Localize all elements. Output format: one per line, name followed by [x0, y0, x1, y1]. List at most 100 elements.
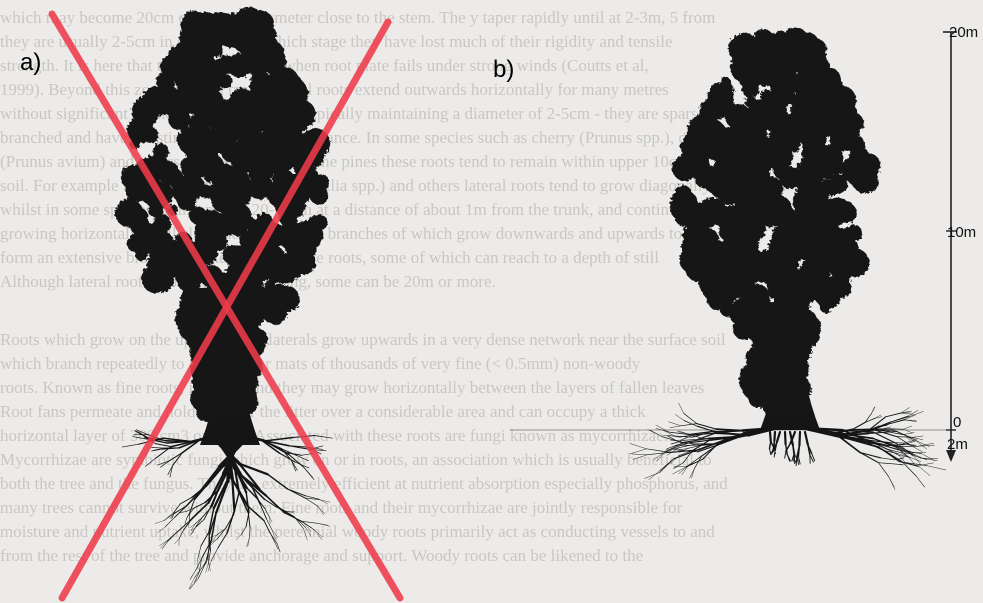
- root-segment: [649, 471, 660, 480]
- root-segment: [670, 426, 681, 428]
- root-segment: [152, 448, 164, 449]
- root-segment: [886, 413, 900, 417]
- root-segment: [913, 436, 924, 437]
- root-segment: [166, 441, 193, 442]
- root-segment: [295, 462, 309, 468]
- root-segment: [288, 489, 306, 496]
- root-segment: [889, 477, 895, 490]
- root-segment: [268, 474, 288, 489]
- root-segment: [715, 433, 742, 434]
- root-segment: [303, 529, 307, 541]
- root-segment: [785, 451, 786, 458]
- root-segment: [265, 509, 269, 517]
- root-segment: [246, 513, 249, 527]
- root-segment: [186, 490, 201, 506]
- root-segment: [174, 539, 179, 544]
- root-segment: [156, 444, 172, 447]
- root-segment: [203, 559, 207, 566]
- root-segment: [860, 453, 878, 463]
- root-segment: [208, 547, 209, 558]
- root-segment: [874, 417, 881, 419]
- root-segment: [654, 452, 666, 460]
- root-segment: [697, 426, 716, 432]
- root-segment: [880, 458, 894, 460]
- scale-label-middle: 10m: [947, 224, 976, 241]
- root-segment: [860, 453, 880, 458]
- root-segment: [277, 544, 279, 552]
- root-segment: [249, 528, 250, 539]
- root-segment: [318, 523, 330, 526]
- root-segment: [633, 455, 648, 460]
- root-segment: [211, 548, 218, 560]
- root-segment: [645, 473, 660, 479]
- root-segment: [158, 527, 165, 533]
- root-segment: [903, 426, 912, 429]
- root-segment: [679, 403, 684, 413]
- root-segment: [879, 463, 893, 464]
- root-segment: [852, 423, 865, 430]
- root-segment: [686, 459, 702, 466]
- scale-label-below: 2m: [947, 436, 968, 453]
- root-segment: [314, 530, 322, 537]
- root-segment: [241, 527, 246, 535]
- root-segment: [218, 533, 227, 548]
- root-segment: [276, 507, 285, 512]
- root-segment: [161, 461, 169, 467]
- root-segment: [201, 532, 209, 546]
- root-segment: [190, 527, 196, 536]
- root-segment: [314, 530, 322, 540]
- root-segment: [774, 432, 775, 441]
- root-segment: [169, 453, 182, 461]
- root-segment: [236, 535, 241, 540]
- root-segment: [272, 530, 278, 538]
- root-segment: [304, 467, 314, 479]
- root-segment: [318, 506, 324, 515]
- root-segment: [916, 476, 925, 487]
- root-segment: [122, 444, 138, 447]
- root-segment: [289, 454, 304, 467]
- root-segment: [926, 466, 946, 471]
- root-segment: [170, 465, 173, 477]
- root-segment: [674, 463, 683, 469]
- root-segment: [684, 413, 697, 423]
- root-segment: [670, 456, 679, 464]
- root-segment: [697, 424, 717, 430]
- root-segment: [318, 506, 325, 514]
- root-segment: [179, 530, 184, 539]
- root-segment: [774, 441, 775, 447]
- root-segment: [271, 534, 276, 543]
- root-segment: [650, 430, 663, 437]
- root-segment: [174, 504, 180, 512]
- root-segment: [901, 413, 913, 414]
- root-segment: [669, 422, 681, 426]
- root-segment: [265, 438, 293, 441]
- root-segment: [191, 527, 196, 535]
- tree-b-with-shallow-roots: [510, 28, 948, 490]
- root-segment: [157, 461, 169, 465]
- root-segment: [285, 513, 302, 521]
- root-segment: [296, 455, 308, 461]
- panel-label-b: b): [493, 56, 514, 84]
- root-segment: [190, 578, 199, 589]
- root-segment: [777, 432, 780, 442]
- root-segment: [227, 511, 234, 533]
- root-segment: [632, 454, 648, 455]
- root-segment: [660, 459, 674, 473]
- root-segment: [675, 415, 684, 421]
- deep-root-system: [122, 430, 332, 590]
- root-segment: [805, 432, 808, 445]
- root-segment: [874, 415, 881, 419]
- root-segment: [648, 452, 670, 454]
- root-segment: [871, 407, 875, 414]
- scale-label-top: 20m: [949, 24, 978, 41]
- height-depth-scale-bar: [943, 32, 957, 462]
- root-segment: [167, 533, 176, 542]
- root-segment: [198, 546, 201, 559]
- root-segment: [921, 454, 935, 461]
- root-segment: [190, 524, 196, 528]
- root-segment: [879, 463, 889, 477]
- root-segment: [168, 465, 173, 474]
- scale-label-ground: 0: [953, 414, 961, 431]
